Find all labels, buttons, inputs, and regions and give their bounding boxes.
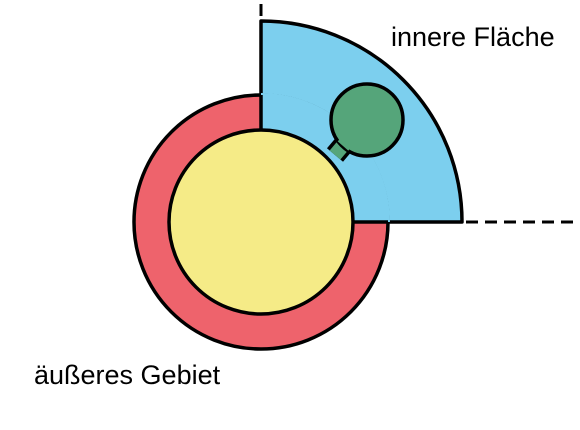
inner-disc — [167, 128, 355, 316]
outer-region-label: äußeres Gebiet — [34, 360, 221, 390]
connector-node — [326, 82, 405, 162]
connector-neck-join — [337, 126, 362, 151]
inner-area-label: innere Fläche — [391, 22, 555, 52]
connector-knob — [329, 82, 405, 158]
